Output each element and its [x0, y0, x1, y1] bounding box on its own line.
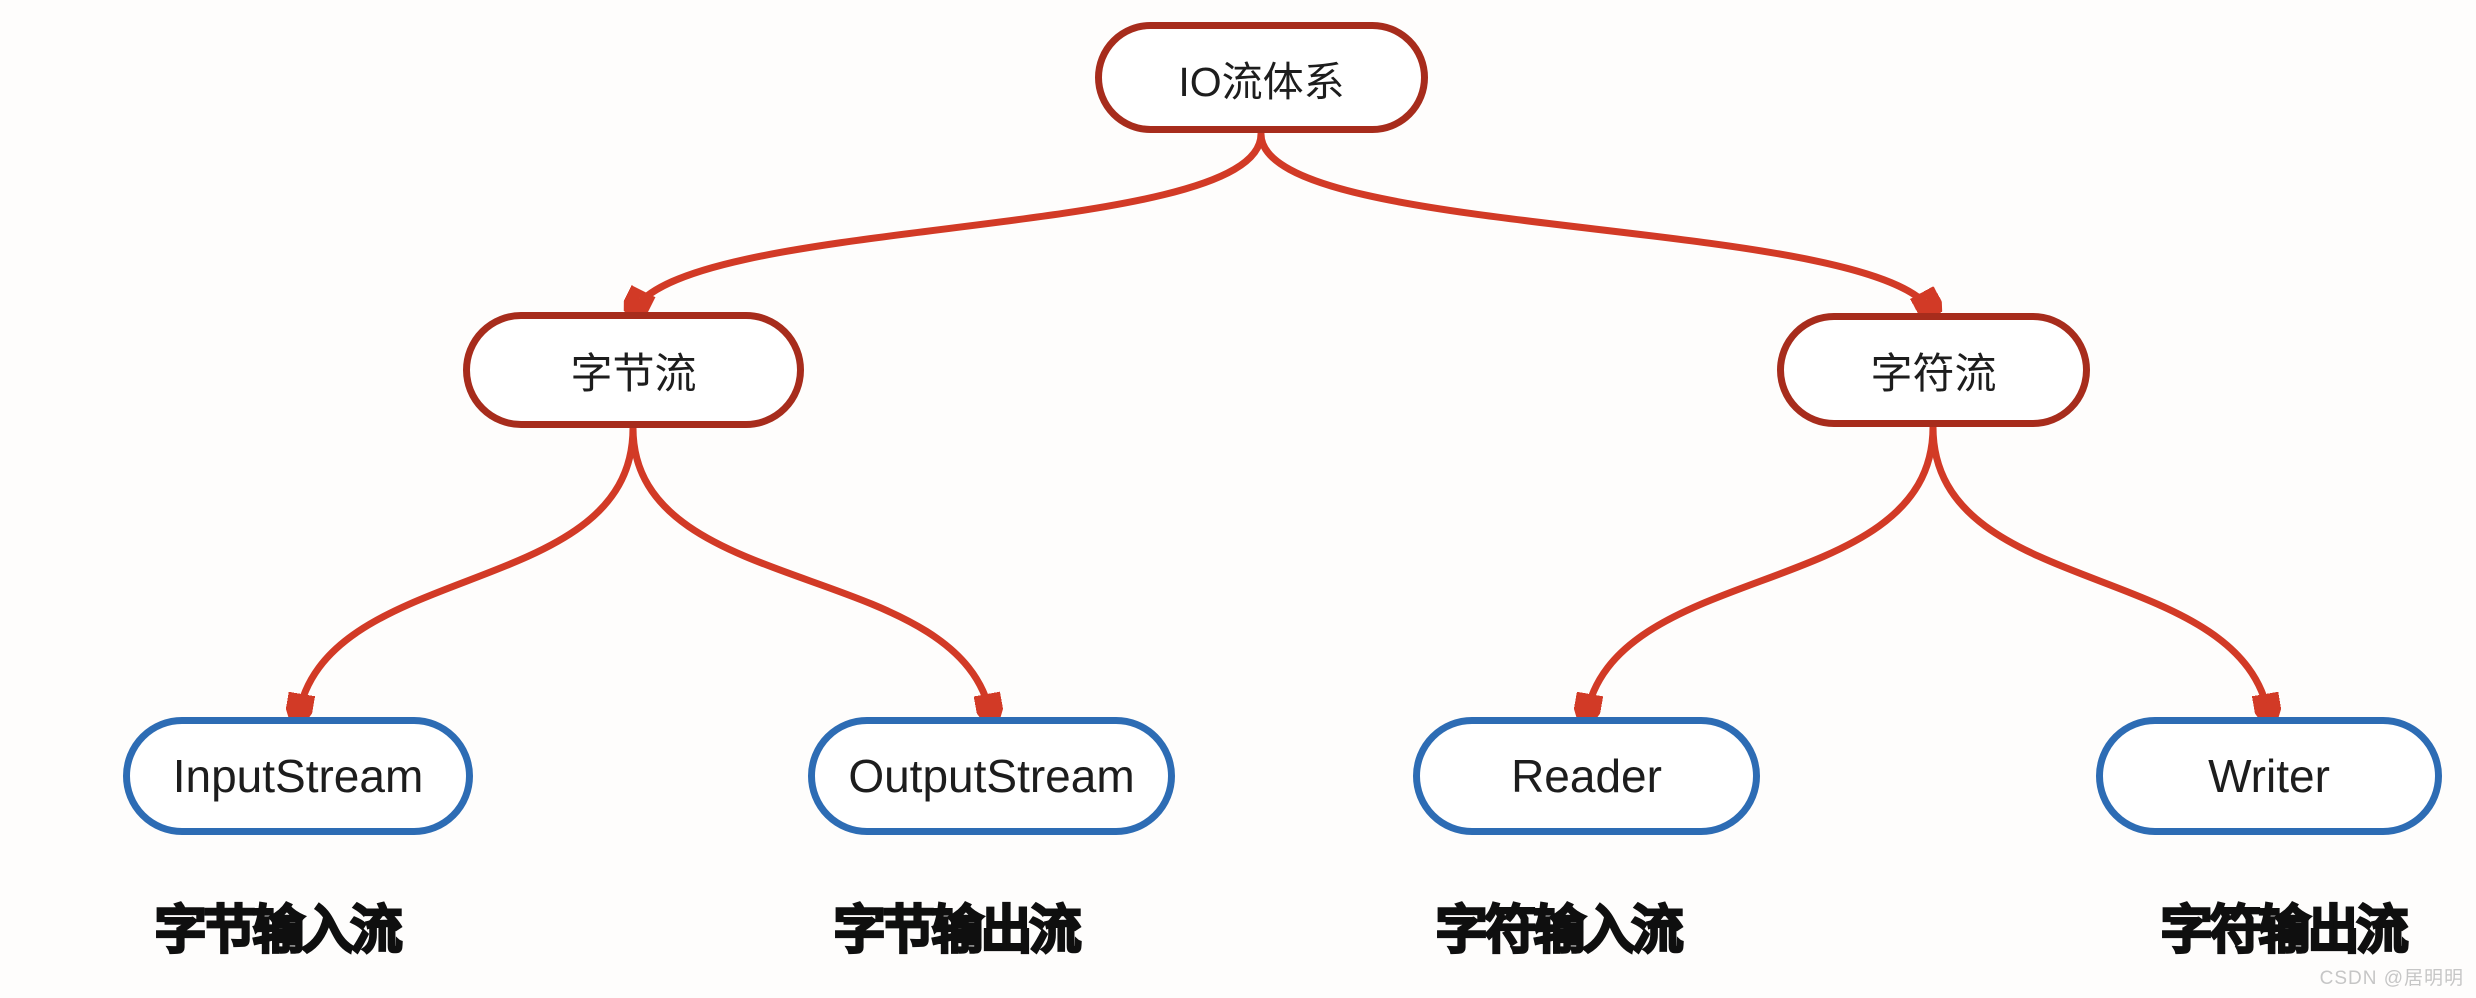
node-inputstream-label: InputStream: [172, 750, 424, 802]
watermark: CSDN @居明明: [2319, 968, 2464, 989]
node-reader-label: Reader: [1511, 750, 1662, 802]
caption-char-output-stream: 字符输出流: [2159, 901, 2410, 962]
edge-char-to-reader-arrow: [1586, 423, 1937, 717]
edge-io-to-char-stream-arrow: [1257, 130, 1933, 313]
node-inputstream: InputStream: [123, 717, 473, 835]
node-outputstream: OutputStream: [808, 717, 1175, 835]
node-char-stream: 字符流: [1777, 313, 2090, 427]
node-reader: Reader: [1413, 717, 1760, 835]
node-char-stream-label: 字符流: [1870, 349, 1997, 397]
node-outputstream-label: OutputStream: [848, 750, 1135, 802]
edge-char-to-writer-arrow: [1929, 423, 2269, 717]
node-byte-stream: 字节流: [463, 312, 804, 428]
caption-char-input-stream: 字符输入流: [1434, 901, 1685, 962]
edge-io-to-byte-stream-arrow: [633, 130, 1265, 312]
node-io-stream-system: IO流体系: [1095, 22, 1428, 133]
node-io-stream-system-label: IO流体系: [1178, 58, 1345, 105]
edge-byte-to-outputstream-arrow: [629, 424, 991, 717]
caption-byte-input-stream: 字节输入流: [153, 901, 404, 962]
node-writer-label: Writer: [2208, 750, 2330, 802]
node-writer: Writer: [2096, 717, 2442, 835]
caption-byte-output-stream: 字节输出流: [832, 901, 1083, 962]
edge-byte-to-inputstream-arrow: [298, 424, 637, 717]
node-byte-stream-label: 字节流: [570, 349, 697, 397]
